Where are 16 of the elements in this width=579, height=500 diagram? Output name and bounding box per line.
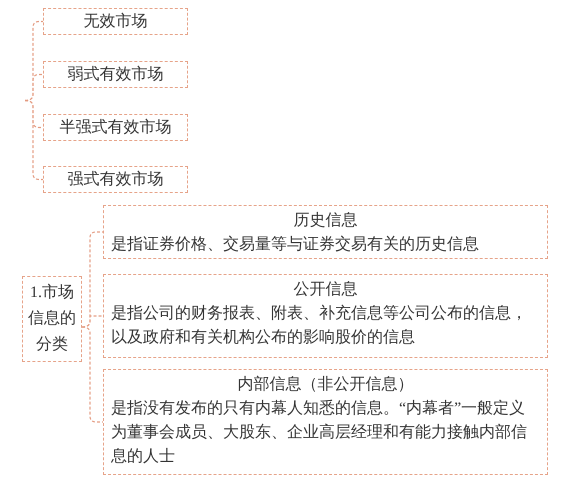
card-description: 是指证券价格、交易量等与证券交易有关的历史信息 xyxy=(111,234,480,255)
card-heading: 公开信息 xyxy=(292,280,358,300)
topic-box: 无效市场 xyxy=(43,8,188,35)
card-heading: 内部信息（非公开信息） xyxy=(236,374,414,395)
topic-box: 弱式有效市场 xyxy=(43,61,188,88)
card-description: 是指没有发布的只有内幕人知悉的信息。“内幕者”一般定义为董事会成员、大股东、企业高层经理和有能力接触内部信息的人士 xyxy=(111,398,528,467)
topic-box: 1.市场信息的分类 xyxy=(22,276,82,362)
info-card xyxy=(103,369,548,475)
brace-branch xyxy=(82,315,103,328)
topic-box: 半强式有效市场 xyxy=(43,114,188,141)
info-card xyxy=(103,274,548,358)
topic-box: 强式有效市场 xyxy=(43,166,188,193)
brace-branch xyxy=(24,74,43,102)
info-card xyxy=(103,205,548,259)
card-heading: 历史信息 xyxy=(292,210,358,231)
card-description: 是指公司的财务报表、附表、补充信息等公司公布的信息，以及政府和有关机构公布的影响股价的信息 xyxy=(111,304,528,348)
